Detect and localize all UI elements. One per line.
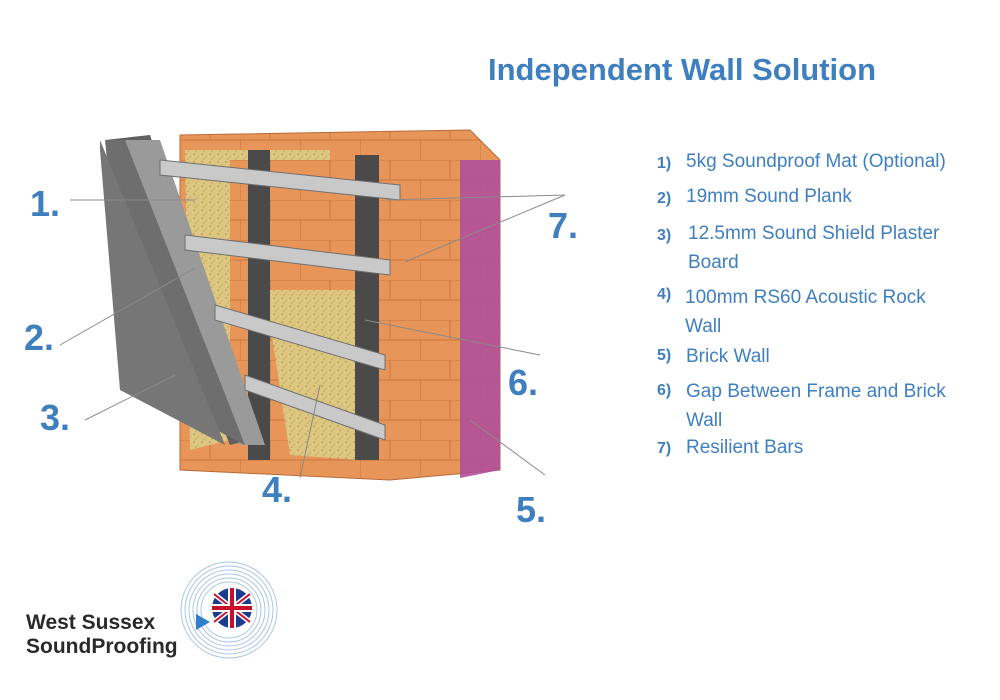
legend-text-4: 100mm RS60 Acoustic Rock Wall	[685, 287, 926, 337]
legend-num-6: 6)	[657, 382, 672, 399]
callout-3: 3.	[40, 397, 71, 438]
legend-text-3: 12.5mm Sound Shield Plaster Board	[688, 223, 940, 273]
leader-lines	[59, 194, 566, 479]
logo-line-1: West Sussex	[26, 611, 156, 634]
legend-num-5: 5)	[657, 347, 672, 364]
company-logo: West Sussex SoundProofing	[24, 560, 324, 670]
logo-graphic	[180, 561, 278, 659]
legend-text-1: 5kg Soundproof Mat (Optional)	[686, 151, 946, 172]
callout-7: 7.	[548, 205, 579, 246]
logo-line-2: SoundProofing	[26, 635, 178, 658]
plasterboard-layers	[100, 135, 265, 445]
legend-num-4: 4)	[657, 286, 672, 303]
legend-text-7: Resilient Bars	[686, 437, 804, 458]
legend-num-7: 7)	[657, 440, 672, 457]
callout-1: 1.	[30, 183, 61, 224]
callout-6: 6.	[508, 362, 539, 403]
union-jack-icon	[212, 588, 252, 628]
legend-text-2: 19mm Sound Plank	[686, 186, 852, 207]
play-arrow-icon	[196, 614, 210, 630]
sound-rings-icon	[180, 561, 278, 659]
legend-num-3: 3)	[657, 227, 672, 244]
legend-text-6: Gap Between Frame and Brick Wall	[686, 381, 946, 431]
legend-text-5: Brick Wall	[686, 346, 770, 367]
callout-5: 5.	[516, 489, 547, 530]
legend-num-1: 1)	[657, 155, 672, 172]
legend-num-2: 2)	[657, 190, 672, 207]
diagram-title: Independent Wall Solution	[488, 52, 877, 87]
callout-4: 4.	[262, 469, 293, 510]
callout-2: 2.	[24, 317, 55, 358]
